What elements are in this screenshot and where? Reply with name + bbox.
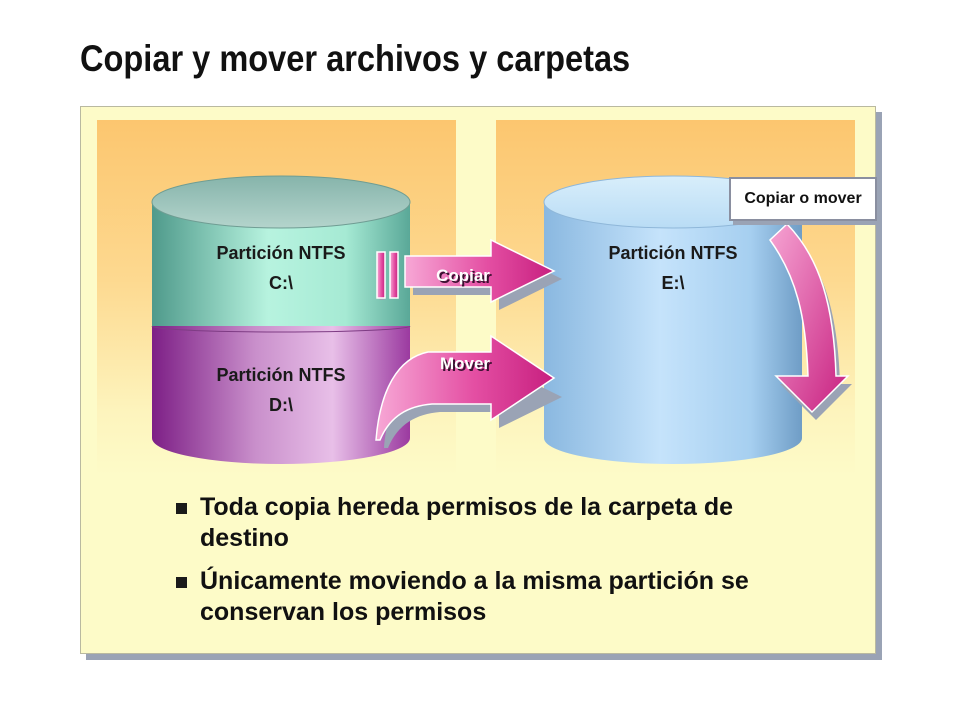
move-label: Mover xyxy=(440,354,490,373)
copy-label-shadow: Copiar xyxy=(438,268,492,287)
disk-c-body xyxy=(152,202,410,326)
bullet-text: Únicamente moviendo a la misma partición… xyxy=(200,567,749,626)
motion-bar xyxy=(389,251,399,299)
copy-arrow xyxy=(376,238,562,310)
bullet-item: Únicamente moviendo a la misma partición… xyxy=(176,566,816,628)
move-label-shadow: Mover xyxy=(442,356,492,375)
disk-e-body xyxy=(544,202,802,464)
curved-arrow-shape xyxy=(769,222,850,414)
disk-d-label: Partición NTFS xyxy=(216,365,345,385)
disk-e-label: Partición NTFS xyxy=(608,243,737,263)
copy-arrow-shape xyxy=(404,238,556,304)
copy-label: Copiar xyxy=(436,266,490,285)
move-arrow-shape xyxy=(375,334,556,441)
copy-or-move-curved-arrow xyxy=(769,222,852,420)
square-bullet-icon xyxy=(176,577,187,588)
slide-title: Copiar y mover archivos y carpetas xyxy=(80,38,631,79)
disk-d-body xyxy=(152,326,410,464)
disk-e-drive: E:\ xyxy=(661,273,684,293)
disk-c-label: Partición NTFS xyxy=(216,243,345,263)
disk-cd-cylinder xyxy=(151,175,411,464)
copy-or-move-callout: Copiar o mover xyxy=(729,177,877,221)
disk-c-top xyxy=(151,175,411,229)
square-bullet-icon xyxy=(176,503,187,514)
bullet-list: Toda copia hereda permisos de la carpeta… xyxy=(176,492,816,640)
bullet-item: Toda copia hereda permisos de la carpeta… xyxy=(176,492,816,554)
motion-bar xyxy=(376,251,386,299)
move-arrow xyxy=(375,334,562,448)
disk-divider xyxy=(151,325,411,333)
disk-c-drive: C:\ xyxy=(269,273,293,293)
bullet-text: Toda copia hereda permisos de la carpeta… xyxy=(200,493,734,552)
disk-d-drive: D:\ xyxy=(269,395,293,415)
